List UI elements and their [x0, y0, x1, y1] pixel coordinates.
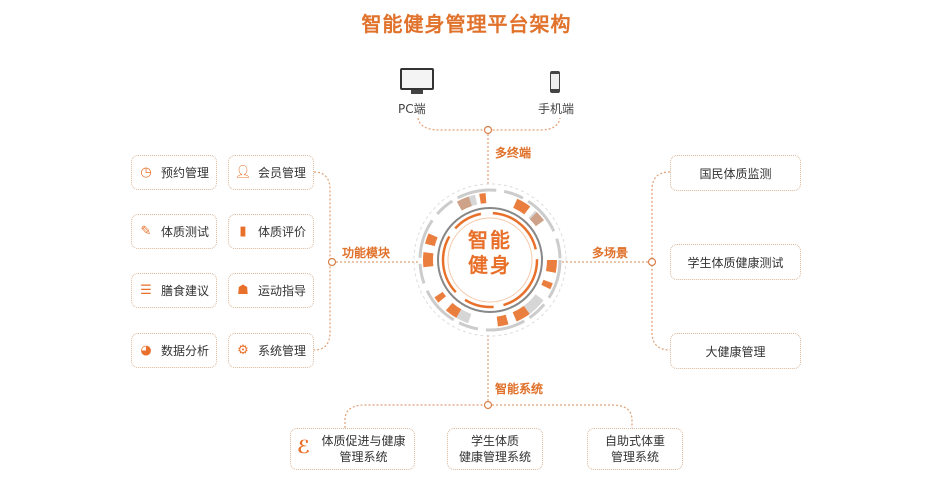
module-label: 数据分析 — [160, 344, 209, 358]
module-fitness-test[interactable]: ✎ 体质测试 — [131, 214, 217, 249]
module-data-analysis[interactable]: ◕ 数据分析 — [131, 333, 217, 368]
pc-monitor-icon — [400, 68, 434, 90]
pc-stand — [411, 90, 423, 94]
brand-logo-icon: ℰ — [297, 437, 311, 458]
module-label: 膳食建议 — [160, 284, 209, 298]
center-ring-graphic — [413, 183, 567, 337]
system-weight-management[interactable]: 自助式体重 管理系统 — [587, 428, 683, 470]
center-title: 智能 健身 — [445, 228, 535, 278]
modules-label: 功能模块 — [342, 246, 391, 260]
list-icon: ☰ — [140, 283, 152, 298]
module-system[interactable]: ⚙ 系统管理 — [228, 333, 314, 368]
module-label: 体质评价 — [257, 225, 306, 239]
module-label: 体质测试 — [160, 225, 209, 239]
system-line2: 健康管理系统 — [458, 450, 531, 464]
center-line2: 健身 — [468, 253, 512, 277]
module-diet[interactable]: ☰ 膳食建议 — [131, 273, 217, 308]
system-line1: 体质促进与健康 — [321, 434, 406, 448]
clock-icon: ◷ — [140, 165, 152, 180]
terminals-label: 多终端 — [495, 146, 532, 160]
user-icon: 👤︎ — [234, 165, 252, 180]
coach-icon: ☗ — [237, 283, 249, 298]
module-label: 系统管理 — [257, 344, 306, 358]
module-label: 运动指导 — [257, 284, 306, 298]
pie-chart-icon: ◕ — [140, 343, 152, 358]
bar-chart-icon: ▮ — [239, 224, 247, 239]
system-text: 体质促进与健康 管理系统 — [321, 433, 405, 465]
pc-label: PC端 — [398, 102, 426, 116]
terminal-node — [483, 125, 493, 135]
page-title: 智能健身管理平台架构 — [361, 12, 572, 36]
module-member[interactable]: 👤︎ 会员管理 — [228, 155, 314, 190]
system-line2: 管理系统 — [610, 450, 659, 464]
mobile-phone-icon — [550, 71, 560, 93]
scenarios-label: 多场景 — [592, 246, 629, 260]
center-line1: 智能 — [468, 228, 512, 252]
system-line1: 学生体质 — [470, 434, 519, 448]
scenario-item[interactable]: 学生体质健康测试 — [670, 244, 801, 280]
edit-icon: ✎ — [140, 224, 152, 239]
scenario-item[interactable]: 国民体质监测 — [670, 155, 801, 191]
system-line2: 管理系统 — [339, 450, 388, 464]
module-exercise[interactable]: ☗ 运动指导 — [228, 273, 314, 308]
system-node — [483, 400, 493, 410]
module-label: 会员管理 — [257, 166, 306, 180]
system-student-health[interactable]: 学生体质 健康管理系统 — [447, 428, 543, 470]
module-appointment[interactable]: ◷ 预约管理 — [131, 155, 217, 190]
scenario-item[interactable]: 大健康管理 — [670, 333, 801, 369]
module-fitness-eval[interactable]: ▮ 体质评价 — [228, 214, 314, 249]
gear-icon: ⚙ — [237, 343, 249, 358]
module-node — [327, 257, 337, 267]
scenario-node — [647, 257, 657, 267]
mobile-label: 手机端 — [538, 102, 575, 116]
system-line1: 自助式体重 — [604, 434, 665, 448]
systems-label: 智能系统 — [495, 382, 544, 396]
module-label: 预约管理 — [160, 166, 209, 180]
system-fitness-promotion[interactable]: ℰ 体质促进与健康 管理系统 — [290, 428, 415, 470]
